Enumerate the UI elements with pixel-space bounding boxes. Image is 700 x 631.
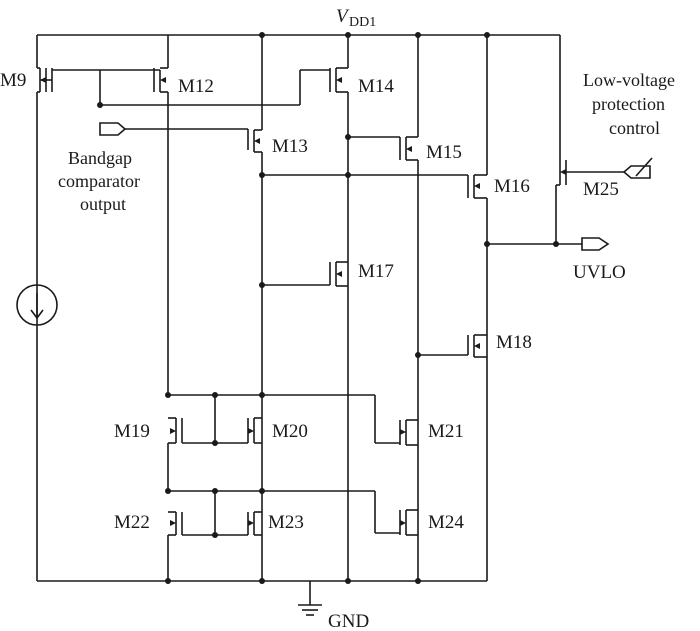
label-m20: M20: [272, 421, 308, 442]
lowvoltage-label-line2: protection: [592, 94, 665, 114]
label-m19: M19: [114, 421, 150, 442]
label-m15: M15: [426, 142, 462, 163]
label-m9: M9: [0, 70, 26, 91]
current-source: [16, 284, 58, 326]
label-m14: M14: [358, 76, 394, 97]
label-m17: M17: [358, 261, 394, 282]
label-m22: M22: [114, 512, 150, 533]
uvlo-output-label: UVLO: [573, 262, 626, 283]
transistor-m25: [555, 35, 624, 244]
supply-label: V DD1: [336, 6, 376, 30]
uvlo-output-node: [484, 237, 610, 251]
label-m16: M16: [494, 176, 530, 197]
gnd-junctions: [165, 578, 421, 584]
transistor-m13: [125, 32, 265, 581]
gnd-label: GND: [328, 611, 369, 631]
transistor-m9: [36, 35, 53, 581]
label-m12: M12: [178, 76, 214, 97]
transistor-m18: [415, 334, 487, 358]
lowvoltage-label-line1: Low-voltage: [583, 70, 675, 90]
transistor-m12: [52, 35, 330, 395]
transistor-m17: [259, 261, 348, 288]
bandgap-label-line1: Bandgap: [68, 148, 132, 168]
gnd-rail: [37, 580, 487, 616]
transistor-m21: [399, 419, 418, 446]
label-m25: M25: [583, 179, 619, 200]
bandgap-label-line3: output: [80, 194, 126, 214]
label-m13: M13: [272, 136, 308, 157]
mirror-m22-m23: [165, 488, 400, 581]
vdd-label: V: [336, 6, 350, 27]
transistor-m24: [399, 509, 418, 536]
mirror-m19-m20: [165, 392, 400, 491]
lowvoltage-input-terminal: [622, 157, 653, 179]
transistor-m15: [345, 32, 421, 581]
transistor-m16: [259, 32, 490, 581]
label-m24: M24: [428, 512, 464, 533]
label-m23: M23: [268, 512, 304, 533]
label-m18: M18: [496, 332, 532, 353]
lowvoltage-input-label: Low-voltage protection control: [583, 70, 675, 138]
transistor-m14: [329, 32, 351, 581]
label-m21: M21: [428, 421, 464, 442]
bandgap-input-label: Bandgap comparator output: [58, 148, 140, 214]
bandgap-label-line2: comparator: [58, 171, 140, 191]
bandgap-input-terminal: [99, 122, 127, 136]
vdd-sub-label: DD1: [349, 15, 376, 30]
lowvoltage-label-line3: control: [609, 118, 660, 138]
